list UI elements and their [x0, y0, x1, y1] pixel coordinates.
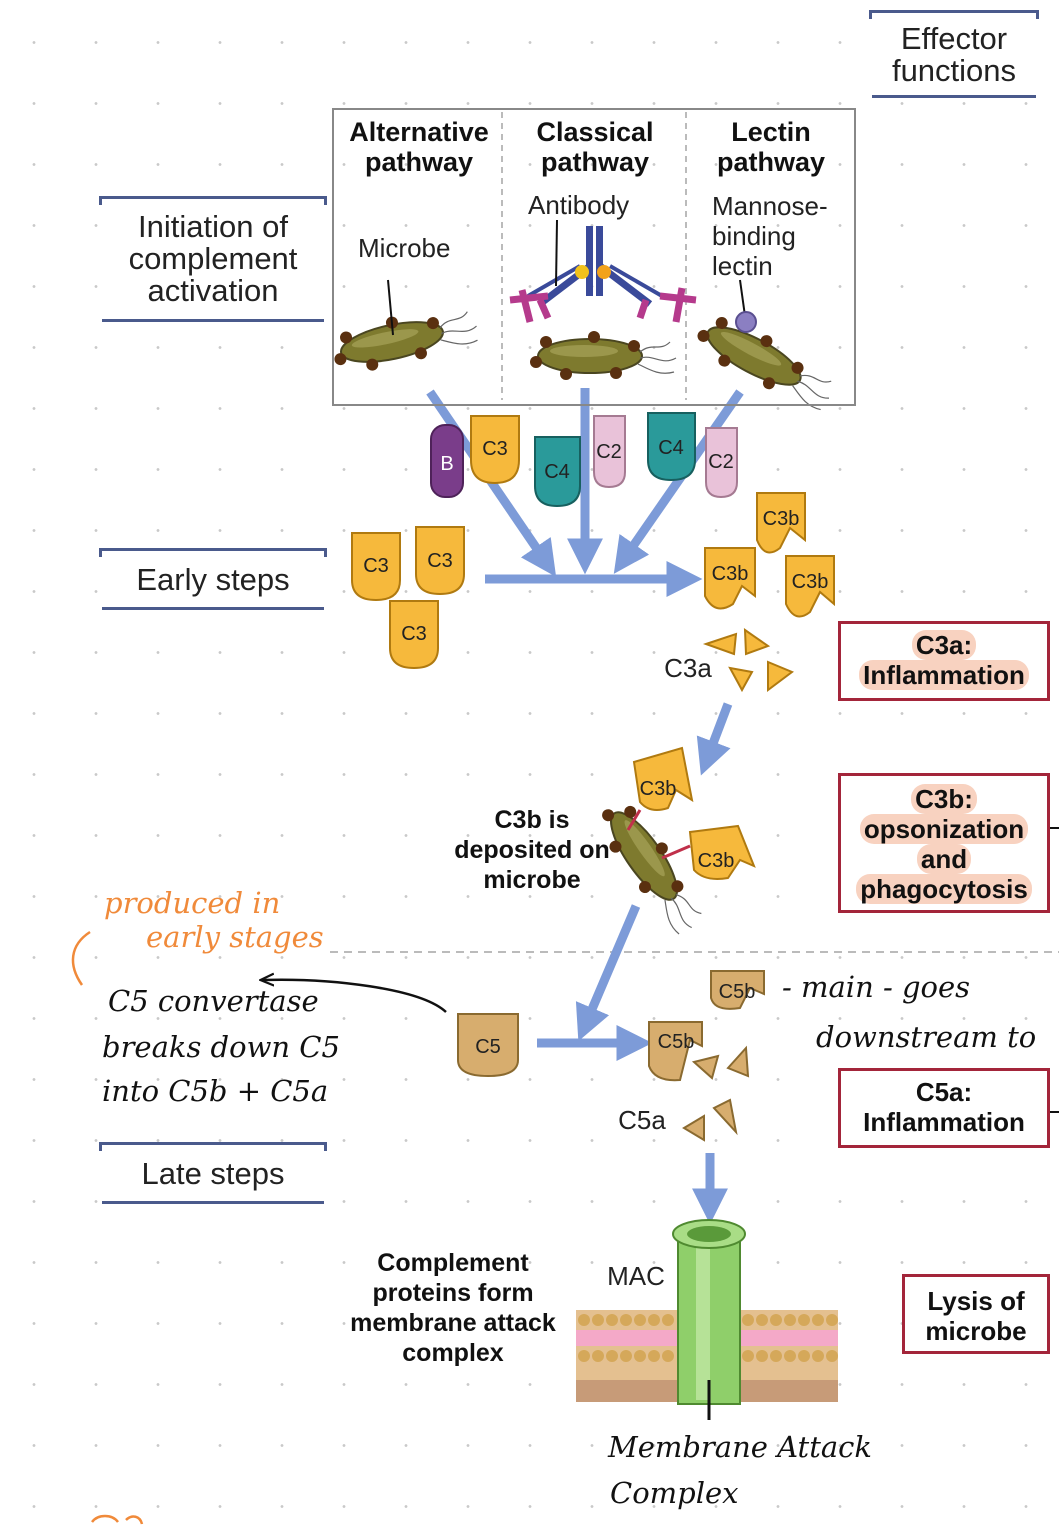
- c3b-effect-line1: opsonization: [859, 814, 1029, 844]
- arrow: [696, 702, 733, 776]
- c3-protein: [351, 532, 401, 602]
- pathway-title-alternative: Alternative pathway: [349, 117, 489, 177]
- c3a-effect-title: C3a:: [911, 630, 977, 660]
- stage-label-effector: Effector functions: [869, 10, 1039, 98]
- c3-label: C3: [401, 623, 427, 645]
- c3b-label: C3b: [698, 850, 735, 872]
- mac-label: MAC: [607, 1261, 665, 1291]
- handwritten-arrow: [262, 980, 447, 1013]
- lectin-label: Mannose-binding lectin: [712, 191, 828, 281]
- effector-text: Effector functions: [891, 21, 1017, 88]
- initiation-text: Initiation of complement activation: [128, 209, 298, 308]
- c3a-effect-text: Inflammation: [859, 660, 1029, 690]
- stage-label-late: Late steps: [99, 1142, 327, 1204]
- c2-protein: [593, 415, 626, 489]
- c5a-effect-box: C5a: Inflammation: [838, 1068, 1050, 1148]
- c4-label: C4: [544, 461, 570, 483]
- c3-label: C3: [427, 550, 453, 572]
- c5a-effect-text: Inflammation: [863, 1107, 1025, 1137]
- note-breaks-down: breaks down C5: [102, 1030, 340, 1064]
- c3a-fragments: [702, 628, 794, 693]
- c3b-label: C3b: [792, 571, 829, 593]
- c3b-label: C3b: [763, 508, 800, 530]
- c5a-label: C5a: [618, 1105, 666, 1135]
- mac-pore-icon: [672, 1219, 746, 1405]
- pointer-line: [555, 219, 558, 287]
- bond-line: [661, 844, 691, 860]
- cell-membrane: [576, 1310, 838, 1402]
- late-text: Late steps: [141, 1156, 285, 1191]
- stage-label-early: Early steps: [99, 548, 327, 610]
- c3a-label: C3a: [664, 653, 712, 683]
- note-complex: Complex: [610, 1476, 739, 1510]
- c3b-effect-line2: and: [916, 844, 972, 874]
- microbe-label: Microbe: [358, 233, 451, 263]
- note-downstream: downstream to: [816, 1020, 1037, 1054]
- c3b-protein: [632, 746, 694, 811]
- stage-label-initiation: Initiation of complement activation: [99, 196, 327, 322]
- pointer-line: [387, 279, 394, 336]
- c5b-label: C5b: [719, 981, 756, 1003]
- c3b-protein: [688, 824, 756, 880]
- c3b-label: C3b: [712, 563, 749, 585]
- handwritten-bracket: [71, 930, 91, 986]
- c3b-protein: [785, 555, 835, 618]
- c5b-protein: [648, 1021, 703, 1082]
- factor-b-label: B: [440, 453, 453, 475]
- pathway-box: [332, 108, 856, 406]
- c5b-label: C5b: [658, 1031, 695, 1053]
- c3-protein: [389, 600, 439, 670]
- c3-label: C3: [363, 555, 389, 577]
- c5-label: C5: [475, 1036, 501, 1058]
- note-early-stages: early stages: [146, 920, 324, 954]
- c3b-effect-box: C3b: opsonization and phagocytosis: [838, 773, 1050, 913]
- c3a-effect-box: C3a: Inflammation: [838, 621, 1050, 701]
- pathway-title-lectin: Lectin pathway: [716, 117, 826, 177]
- c4-label: C4: [658, 437, 684, 459]
- c3b-label: C3b: [640, 778, 677, 800]
- c4-protein: [647, 412, 696, 482]
- note-into-c5b-c5a: into C5b + C5a: [102, 1074, 329, 1108]
- c2-label: C2: [596, 441, 622, 463]
- lectin-icon: [735, 311, 757, 333]
- c2-label: C2: [708, 451, 734, 473]
- lysis-effect-text: Lysis of microbe: [925, 1286, 1027, 1346]
- c4-protein: [534, 436, 581, 508]
- antibody-icon: [509, 226, 697, 323]
- pathway-title-classical: Classical pathway: [536, 117, 654, 177]
- note-main-goes: - main - goes: [782, 970, 971, 1004]
- factor-b-protein: [430, 424, 464, 498]
- handwritten-fragment: [91, 1514, 144, 1525]
- c3-protein: [415, 526, 465, 596]
- c5a-effect-title: C5a:: [915, 1077, 973, 1107]
- mac-formation-caption: Complement proteins form membrane attack…: [350, 1249, 556, 1367]
- c3b-protein: [704, 547, 756, 610]
- c3-protein: [470, 415, 520, 485]
- note-c5-convertase: C5 convertase: [108, 984, 319, 1018]
- note-membrane-attack: Membrane Attack: [608, 1430, 872, 1464]
- lysis-effect-box: Lysis of microbe: [902, 1274, 1050, 1354]
- pointer-line: [739, 279, 746, 317]
- arrow: [575, 904, 641, 1042]
- c3-label: C3: [482, 438, 508, 460]
- c3b-protein: [756, 492, 806, 554]
- c3b-effect-title: C3b:: [911, 784, 977, 814]
- c3b-effect-line3: phagocytosis: [856, 874, 1032, 904]
- c5a-fragments: [682, 1045, 750, 1142]
- c3b-deposited-caption: C3b is deposited on microbe: [454, 806, 610, 894]
- bond-line: [626, 809, 642, 831]
- c2-protein: [705, 427, 738, 499]
- antibody-label: Antibody: [528, 190, 630, 220]
- c5b-protein: [710, 970, 765, 1010]
- early-text: Early steps: [136, 562, 290, 597]
- c5-protein: [457, 1013, 519, 1078]
- note-produced-in: produced in: [104, 886, 281, 920]
